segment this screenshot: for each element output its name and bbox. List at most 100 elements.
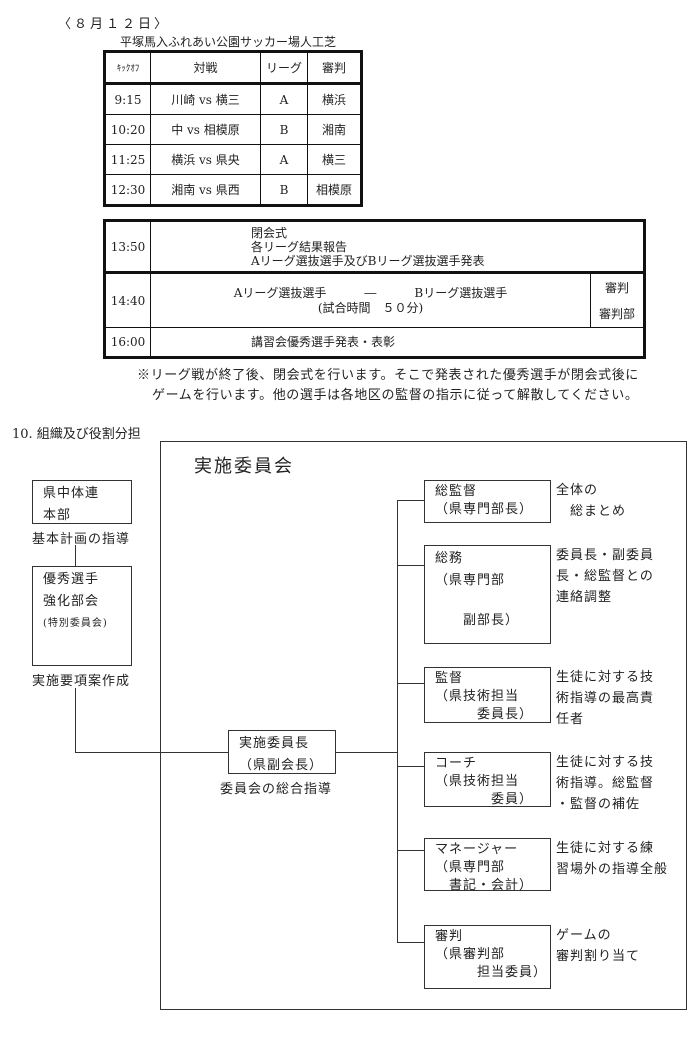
all-star-match-cell: Aリーグ選抜選手―Bリーグ選抜選手 (試合時間 ５０分): [150, 272, 591, 328]
team-b: Bリーグ選抜選手: [414, 285, 508, 300]
table-row: 16:00 講習会優秀選手発表・表彰: [104, 327, 645, 358]
connector: [75, 545, 76, 567]
kickoff-time: 11:25: [104, 144, 151, 175]
hq-box: 県中体連本部: [32, 480, 132, 524]
match-line: Aリーグ選抜選手 ― Bリーグ選抜選手: [151, 286, 590, 301]
line: 審判: [435, 929, 464, 944]
line: 県中体連: [43, 486, 100, 501]
line: 術指導。総監督: [556, 776, 655, 791]
line: 実施委員長: [239, 736, 310, 751]
connector: [397, 942, 424, 943]
general-manager-box: 総監督 （県専門部長）: [424, 480, 551, 523]
line: （県技術担当: [435, 689, 520, 704]
referee-cell: 審判 審判部: [590, 272, 645, 328]
table-header: ｷｯｸｵﾌ 対戦 リーグ 審判: [104, 51, 362, 85]
line: 総務: [435, 551, 464, 566]
hq-role: 基本計画の指導: [32, 532, 131, 547]
special-role: 実施要項案作成: [32, 674, 131, 689]
line: 習場外の指導全般: [556, 862, 669, 877]
connector: [75, 688, 76, 753]
section-title: 10. 組織及び役割分担: [12, 427, 141, 442]
team-manager-description: 生徒に対する練習場外の指導全般: [556, 838, 668, 880]
line: 委員）: [435, 792, 534, 807]
league: B: [260, 114, 308, 145]
general-affairs-box: 総務（県専門部 副部長）: [424, 545, 551, 644]
line: 委員長・副委員: [556, 548, 655, 563]
coach-box: コーチ （県技術担当 委員）: [424, 752, 551, 807]
league: B: [260, 174, 308, 206]
line: 生徒に対する技: [556, 755, 655, 770]
schedule-date: 〈８月１２日〉: [58, 17, 171, 32]
line: 総まとめ: [556, 504, 627, 519]
dash: ―: [364, 285, 377, 300]
line: 閉会式: [251, 225, 288, 240]
connector: [75, 752, 228, 753]
closing-ceremony-cell: 閉会式 各リーグ結果報告 Aリーグ選抜選手及びBリーグ選抜選手発表: [150, 220, 645, 273]
match: 中 vs 相模原: [150, 114, 261, 145]
line: [435, 592, 550, 610]
line: 優秀選手: [43, 572, 100, 587]
line: 術指導の最高責: [556, 691, 655, 706]
line: マネージャー: [435, 842, 519, 857]
venue: 平塚馬入ふれあい公園サッカー場人工芝: [120, 35, 337, 49]
line: 連絡調整: [556, 590, 613, 605]
referee: 相模原: [307, 174, 362, 206]
award-text: 講習会優秀選手発表・表彰: [150, 327, 645, 358]
committee-title: 実施委員会: [194, 456, 294, 477]
line: (特別委員会): [43, 618, 108, 629]
line: 担当委員）: [435, 965, 548, 980]
referee: 湘南: [307, 114, 362, 145]
header-match: 対戦: [150, 51, 261, 85]
line: 総監督: [435, 484, 478, 499]
chair-box: 実施委員長 （県副会長）: [228, 730, 336, 774]
kickoff-time: 10:20: [104, 114, 151, 145]
line: 審判割り当て: [556, 949, 641, 964]
line: 強化部会: [43, 594, 100, 609]
line: コーチ: [435, 756, 478, 771]
line: ・監督の補佐: [556, 797, 641, 812]
kickoff-time: 12:30: [104, 174, 151, 206]
line: 書記・会計）: [435, 878, 534, 893]
line: 各リーグ結果報告: [251, 239, 348, 254]
line: 全体の: [556, 483, 599, 498]
time: 14:40: [104, 272, 151, 328]
manager-box: 監督（県技術担当 委員長）: [424, 667, 551, 723]
special-committee-box: 優秀選手強化部会 (特別委員会): [32, 566, 132, 666]
committee-frame: [160, 441, 687, 1010]
line: ゲームの: [556, 928, 612, 943]
line: （県審判部: [435, 947, 506, 962]
connector: [336, 752, 398, 753]
referee: 横浜: [307, 83, 362, 115]
connector: [397, 766, 424, 767]
line: （県専門部: [435, 860, 506, 875]
line: （県専門部長）: [435, 502, 534, 517]
general-affairs-description: 委員長・副委員長・総監督との連絡調整: [556, 545, 654, 608]
chair-role: 委員会の総合指導: [220, 782, 333, 797]
manager-description: 生徒に対する技術指導の最高責任者: [556, 667, 654, 730]
note-line-1: ※リーグ戦が終了後、閉会式を行います。そこで発表された優秀選手が閉会式後に: [137, 368, 639, 383]
line: 生徒に対する技: [556, 670, 655, 685]
referee-value: 審判部: [598, 306, 635, 321]
team-manager-box: マネージャー （県専門部 書記・会計）: [424, 838, 551, 893]
referee-description: ゲームの審判割り当て: [556, 925, 640, 967]
line: 副部長）: [435, 613, 520, 628]
match: 湘南 vs 県西: [150, 174, 261, 206]
general-manager-description: 全体の 総まとめ: [556, 480, 626, 522]
line: （県技術担当: [435, 774, 520, 789]
coach-description: 生徒に対する技術指導。総監督・監督の補佐: [556, 752, 654, 815]
match: 川崎 vs 横三: [150, 83, 261, 115]
connector: [397, 565, 424, 566]
referee-label: 審判: [604, 280, 629, 295]
league: A: [260, 144, 308, 175]
team-a: Aリーグ選抜選手: [233, 285, 327, 300]
line: （県副会長）: [239, 758, 324, 773]
header-referee: 審判: [307, 51, 362, 85]
header-kickoff: ｷｯｸｵﾌ: [104, 51, 151, 85]
line: 委員長）: [435, 707, 534, 722]
league: A: [260, 83, 308, 115]
connector: [397, 850, 424, 851]
